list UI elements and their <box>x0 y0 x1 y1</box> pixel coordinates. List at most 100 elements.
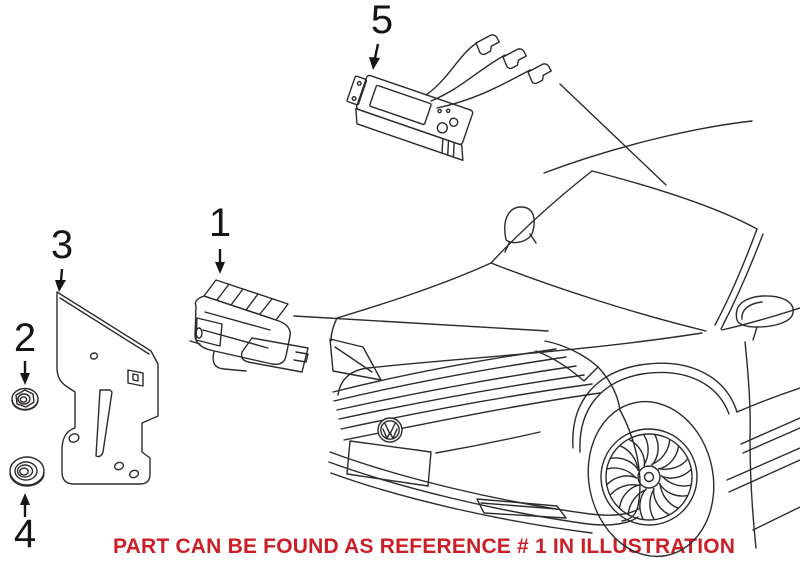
callout-arrow-1 <box>215 249 225 274</box>
callout-arrow-4 <box>20 493 30 517</box>
leader-line-part1 <box>294 316 548 331</box>
arrow-head-5 <box>369 57 380 70</box>
windshield-left-edge <box>491 171 592 263</box>
arrow-head-4 <box>20 493 30 505</box>
module-dot-1 <box>438 109 442 113</box>
sensor-rib-1 <box>217 284 229 300</box>
sensor-rib-4 <box>260 299 272 314</box>
belt-line-2 <box>743 428 800 453</box>
a-pillar-inner <box>721 234 763 329</box>
sensor-body <box>195 296 290 364</box>
wheel-arch-inner <box>580 372 729 452</box>
sensor-body-line-1 <box>205 312 270 330</box>
wheel-arch-outer <box>573 363 737 448</box>
nut4-hole <box>20 468 28 475</box>
hood-silhouette <box>331 263 491 341</box>
rim-outer <box>601 429 697 525</box>
part4-flange-nut-large <box>10 457 44 486</box>
part3-mounting-bracket <box>57 292 158 484</box>
cowl-line <box>491 263 706 331</box>
arrow-head-3 <box>55 280 66 292</box>
sensor-rib-3 <box>246 294 258 310</box>
nut4-flange <box>10 457 44 485</box>
bracket-center-tab <box>96 390 112 457</box>
license-plate <box>347 441 431 486</box>
nut2-hole <box>20 397 26 402</box>
leader-line-part5 <box>560 84 666 185</box>
grille-slat-1 <box>337 366 576 410</box>
fog-light-slot <box>477 499 566 518</box>
module-tab-hole-1 <box>357 81 362 86</box>
roof-line <box>544 121 752 173</box>
callout-label-5: 5 <box>370 0 394 42</box>
harness-cable-2 <box>431 55 505 101</box>
wheel-hub <box>638 466 660 488</box>
arrow-head-1 <box>215 262 225 274</box>
right-mirror-inner <box>742 302 762 319</box>
arrow-line-5 <box>375 44 378 58</box>
windshield-top-edge <box>592 171 757 229</box>
hood-leading-edge-2 <box>334 357 566 401</box>
bracket-foot-hole-3 <box>129 469 140 479</box>
reference-caption: PART CAN BE FOUND AS REFERENCE # 1 IN IL… <box>113 535 736 558</box>
rim-lip <box>606 434 692 520</box>
left-headlight-inner <box>335 347 372 372</box>
grille-slat-3 <box>341 384 592 429</box>
module-dot-2 <box>446 109 450 113</box>
callout-label-4: 4 <box>13 512 37 556</box>
nut4-flange-thickness <box>10 473 44 486</box>
harness-cable-1 <box>426 42 478 95</box>
bracket-foot-hole-1 <box>68 433 80 444</box>
harness-connector-2 <box>502 47 528 70</box>
hood-leading-edge <box>333 349 556 392</box>
sensor-wedge-notch <box>294 352 308 362</box>
module-label-window <box>369 85 431 125</box>
bumper-line-right <box>436 432 540 453</box>
bracket-top-double-edge <box>60 298 149 354</box>
right-mirror <box>736 296 793 327</box>
shoulder-line <box>737 388 800 412</box>
module-button-1 <box>436 121 449 134</box>
nut4-hex-ring <box>15 462 37 480</box>
sensor-body-line-2 <box>203 330 268 348</box>
air-dam-1 <box>330 452 640 515</box>
harness-connector-3 <box>527 62 553 85</box>
bracket-screw-hole <box>90 352 99 360</box>
nut2-hex <box>16 390 34 407</box>
arrow-line-3 <box>61 269 62 281</box>
bracket-foot-hole-2 <box>114 461 125 471</box>
sill-line <box>753 507 800 530</box>
callout-label-2: 2 <box>13 316 37 360</box>
nut2-flange-thickness <box>12 400 38 410</box>
module-button-2 <box>449 117 459 127</box>
tire <box>574 390 728 562</box>
rocker-line-2 <box>729 460 800 492</box>
module-top-face <box>356 75 474 146</box>
hood-shut-line <box>338 333 702 395</box>
wheel-spokes <box>605 434 693 520</box>
vehicle-line-art <box>329 121 800 562</box>
nut2-inner-ring <box>18 394 30 404</box>
right-fender-edge <box>598 367 620 410</box>
sensor-rib-2 <box>231 289 243 305</box>
sensor-skirt <box>213 352 246 371</box>
bracket-clip-slot <box>128 370 143 386</box>
sensor-pin <box>190 341 200 344</box>
sensor-pin-cap <box>196 328 202 338</box>
part2-flange-nut-small <box>12 389 38 411</box>
callout-arrow-5 <box>369 44 380 70</box>
window-sill-line <box>722 308 800 330</box>
nut4-inner-ring <box>18 465 33 477</box>
module-side-ribs <box>438 139 458 157</box>
left-headlight <box>330 339 381 380</box>
callout-arrow-3 <box>55 269 66 292</box>
wheel-center-cap <box>645 473 654 482</box>
part5-control-module <box>341 33 553 160</box>
callout-label-3: 3 <box>50 223 74 267</box>
belt-line-1 <box>741 418 800 444</box>
bracket-outline <box>57 292 158 484</box>
vw-badge-w-glyph <box>383 429 397 439</box>
rocker-line-1 <box>727 448 800 480</box>
right-mirror-stem <box>753 327 757 340</box>
